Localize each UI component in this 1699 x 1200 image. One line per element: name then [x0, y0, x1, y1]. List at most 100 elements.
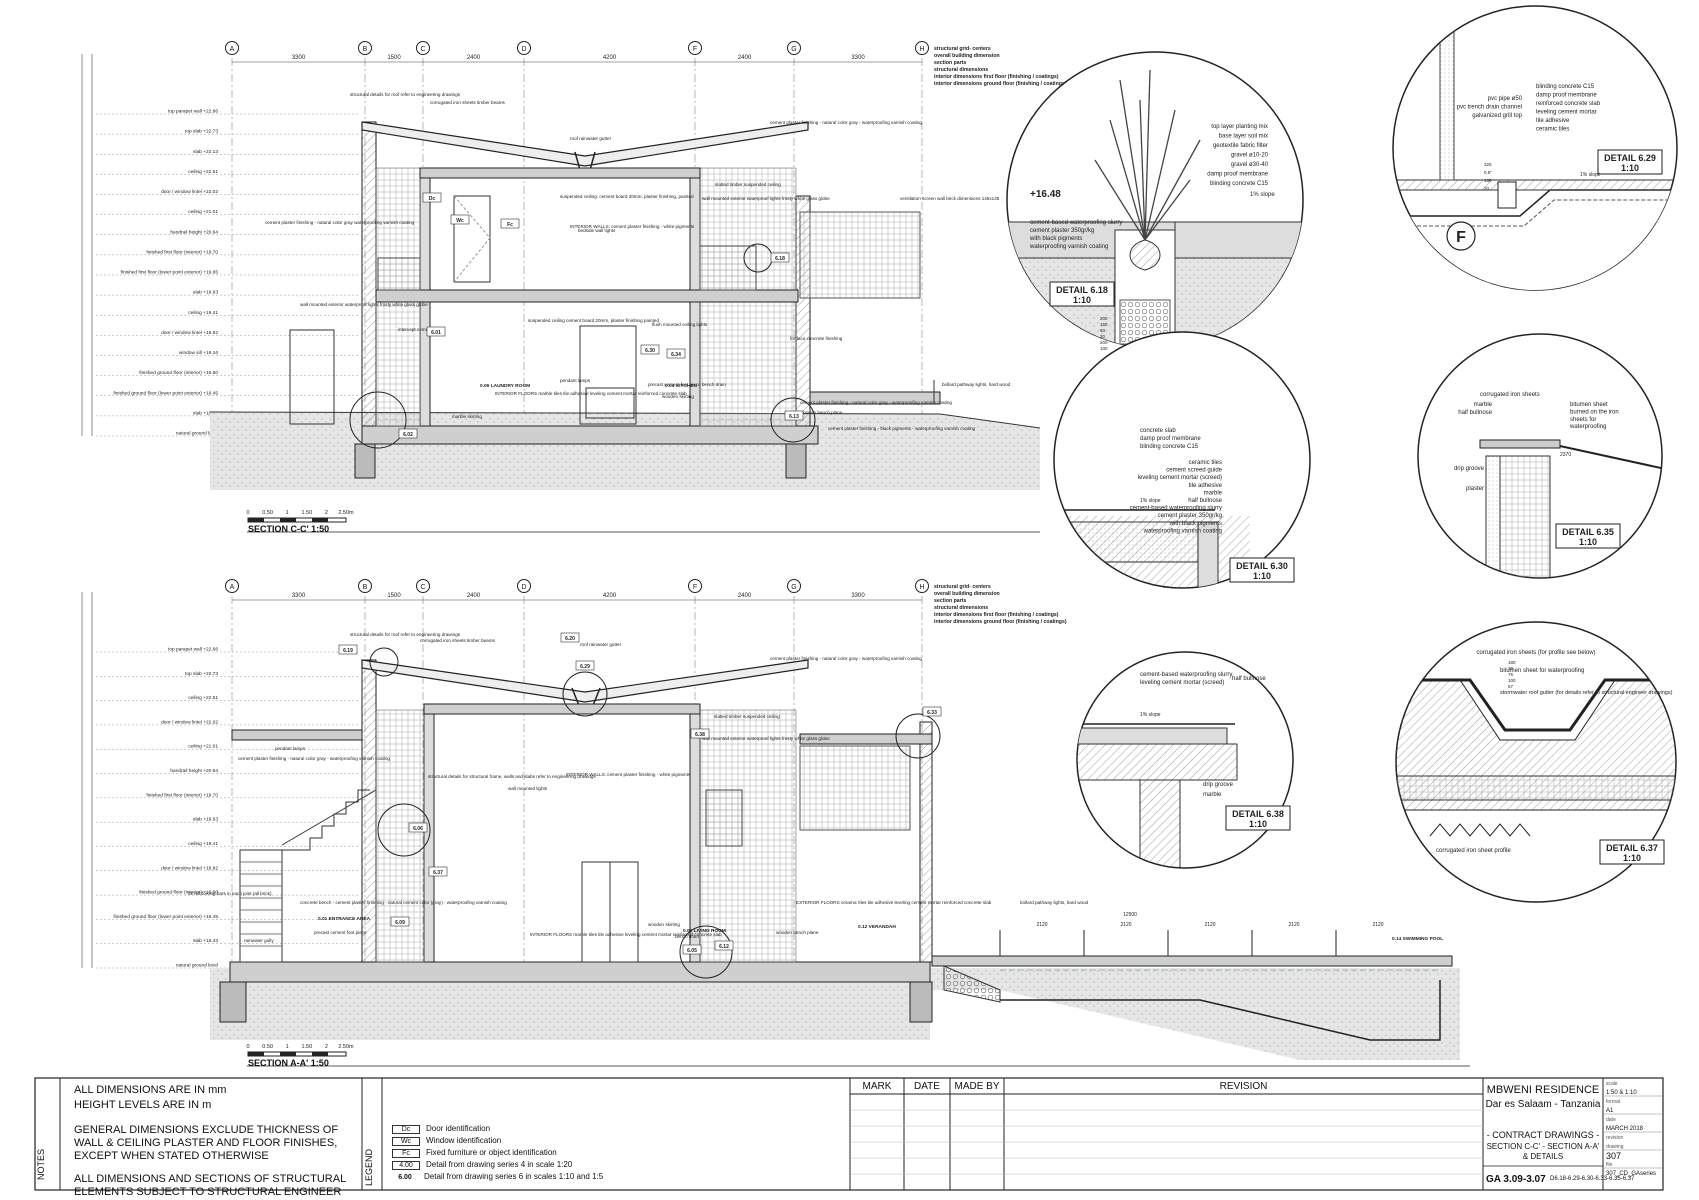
- pool-basin-aa: [1000, 980, 1441, 1041]
- level-label: door / window lintel +18.82: [161, 865, 218, 871]
- detail-label: gravel ø30-40: [1231, 162, 1269, 168]
- detail-label: burned on the iron: [1570, 409, 1619, 415]
- id-tag: [500, 218, 520, 229]
- detail-618-scale: 1:10: [1073, 295, 1091, 305]
- id-tag: [575, 660, 595, 671]
- detail-label: 130: [1484, 178, 1492, 183]
- level-label: finished first floor (interior) +19.70: [146, 792, 218, 798]
- detail-label: ceramic tiles: [1189, 460, 1222, 466]
- annotation-text: corrugated iron sheets timber beams: [430, 100, 506, 105]
- annotation-text: cement plaster finishing - natural color…: [770, 656, 922, 661]
- annotation-text: roof rainwater gutter: [580, 642, 622, 647]
- roof-slab-cc: [419, 167, 701, 179]
- level-label: handrail height +20.64: [170, 768, 218, 774]
- id-tag: [640, 344, 660, 355]
- detail-629-scale: 1:10: [1621, 163, 1639, 173]
- dimension-text: 2400: [738, 593, 752, 599]
- detail-629-title: DETAIL 6.29: [1604, 153, 1656, 163]
- detail-label: 20: [1508, 666, 1514, 671]
- annotation-text: structural details for roof refer to eng…: [350, 92, 461, 97]
- dimension-text: 1500: [387, 55, 401, 61]
- grid-bubble: [416, 41, 430, 55]
- annotation-text: slatted timber suspended ceiling: [715, 182, 781, 187]
- annotation-text: corrugated iron sheets timber beams: [420, 638, 496, 643]
- legend-label: LEGEND: [364, 1148, 374, 1186]
- canopy-right-aa: [799, 733, 933, 745]
- callout-circle-635-aa: [369, 647, 399, 677]
- footing-left-cc: [354, 443, 376, 479]
- grid-bubble: [358, 579, 372, 593]
- detail-label: damp proof membrane: [1140, 436, 1201, 442]
- grid-bubble: [517, 41, 531, 55]
- detail-label: 150: [1100, 322, 1108, 327]
- ground-line-cc: [209, 411, 1041, 429]
- level-label: ceiling +21.01: [188, 209, 218, 215]
- id-tag: [408, 822, 428, 833]
- legend-symbol: 4.00: [392, 1161, 420, 1170]
- id-tag-text: 6.13: [789, 414, 799, 420]
- grid-label: B: [363, 46, 368, 53]
- annotation-text: intercept cement sill: [398, 327, 439, 332]
- annotation-text: structural details for roof refer to eng…: [350, 632, 461, 637]
- grid-legend-text: structural dimensions: [934, 605, 988, 611]
- ground-slab-cc: [361, 425, 819, 445]
- detail-label: pvc pipe ø50: [1488, 96, 1523, 102]
- annotation-text: concrete bench - cement plaster finishin…: [300, 900, 507, 905]
- grid-bubble: [787, 41, 801, 55]
- detail-label: blinding concrete C15: [1140, 444, 1199, 450]
- ground-slab-aa: [229, 961, 931, 983]
- detail-label: damp proof membrane: [1207, 172, 1268, 178]
- detail-label: reinforced concrete slab: [1536, 101, 1601, 107]
- detail-630-title: DETAIL 6.30: [1236, 561, 1288, 571]
- detail-label: waterproofing: [1569, 424, 1606, 430]
- id-tag-text: Dc: [429, 196, 436, 202]
- wall-f-aa: [689, 709, 701, 963]
- grid-legend-text: section parts: [934, 60, 966, 66]
- detail-label: gravel ø10-20: [1231, 153, 1269, 159]
- annotation-text: INTERIOR WALLS: cement plaster finishing…: [570, 224, 695, 229]
- id-tag: [682, 944, 702, 955]
- annotation-text: cement plaster finishing - black pigment…: [828, 426, 976, 431]
- dimension-text: 1500: [387, 593, 401, 599]
- dimension-text: 2400: [467, 593, 481, 599]
- annotation-text: slatted timber suspended ceiling: [714, 714, 780, 719]
- detail-label: 2370: [1560, 452, 1571, 458]
- canopy-left-aa: [231, 729, 363, 741]
- room-label: 0.02 LIVING ROOM: [683, 928, 726, 934]
- level-label: finished first floor (lower point exteri…: [121, 270, 219, 276]
- detail-label: stormwater roof gutter (for details refe…: [1500, 690, 1673, 696]
- id-tag-text: 6.20: [565, 636, 575, 642]
- id-tag-text: 6.05: [687, 948, 697, 954]
- grid-legend-text: structural grid- centers: [934, 584, 991, 590]
- id-tag: [770, 252, 790, 263]
- louvre-aa: [705, 789, 743, 847]
- annotation-text: marble skirting: [452, 414, 482, 419]
- level-label: slab +22.13: [193, 149, 218, 155]
- level-label: finished ground floor (lower point exter…: [113, 914, 218, 920]
- scale-label: 0.50: [262, 510, 273, 516]
- grid-legend-text: section parts: [934, 598, 966, 604]
- ventilation-screen-cc: [799, 211, 921, 299]
- grid-label: C: [420, 46, 425, 53]
- level-label: finished first floor (interior) +19.70: [146, 249, 218, 255]
- grid-label: A: [230, 46, 235, 53]
- detail-label: waterproofing varnish coating: [1029, 244, 1108, 250]
- grid-legend-text: overall building dimension: [934, 591, 1000, 597]
- legend-symbol: Fc: [392, 1149, 420, 1158]
- detail-label: cement plaster 350gr/kg: [1158, 513, 1222, 519]
- window-laundry-cc: [289, 329, 335, 425]
- detail-label: cement-based waterproofing slurry: [1130, 506, 1222, 512]
- id-tag: [398, 428, 418, 439]
- id-tag-text: 6.06: [413, 826, 423, 832]
- detail-label: galvanized grill top: [1472, 113, 1522, 119]
- level-label: top slab +22.73: [185, 671, 218, 677]
- dimension-text: 4200: [603, 593, 617, 599]
- grid-label: G: [791, 584, 796, 591]
- grid-bubble: [416, 579, 430, 593]
- detail-label: drip groove: [1454, 466, 1485, 472]
- level-label: slab +16.43: [193, 938, 218, 944]
